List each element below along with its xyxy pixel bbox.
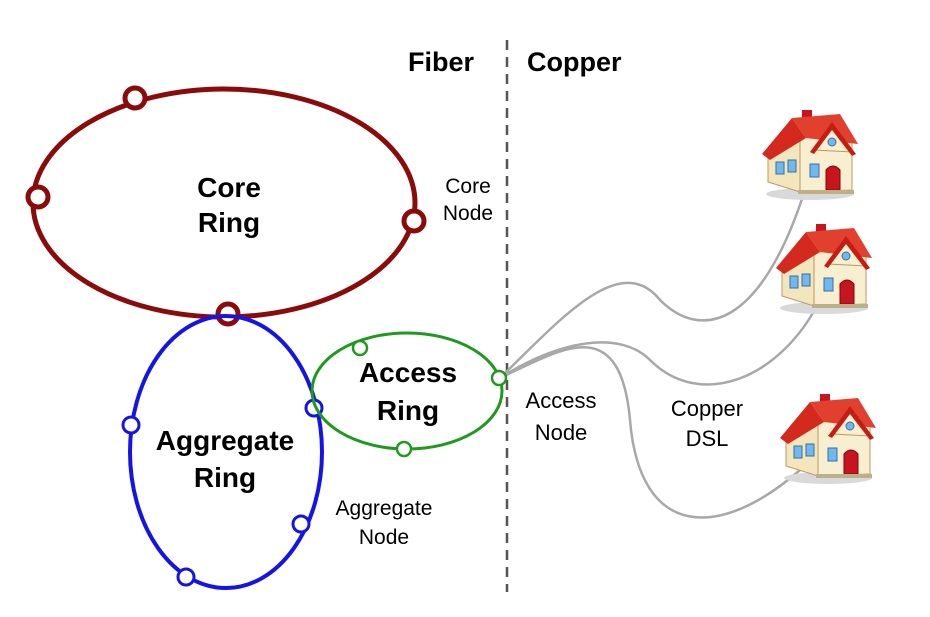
access-node-bottom [395,440,413,458]
access-ring [310,331,504,451]
aggregate-node-bottom [176,567,196,587]
access-node-top [351,339,369,357]
core-node-label-line1: Core [445,175,491,198]
access-node-label-line2: Node [535,420,588,445]
access-ring-label-line1: Access [359,357,457,388]
house-icon [775,223,873,315]
house-icon [779,393,877,485]
aggregate-node-label-line2: Node [359,526,409,549]
copper-line-house-1 [499,189,807,379]
aggregate-ring-label-line1: Aggregate [156,425,294,456]
aggregate-ring-nodes [121,398,324,587]
access-ring-nodes [351,339,508,458]
access-ring-label-line2: Ring [377,395,439,426]
core-ring-label-line1: Core [197,172,261,203]
copper-header: Copper [527,47,622,77]
copper-dsl-label-line1: Copper [671,396,743,421]
aggregate-ring-label-line2: Ring [194,462,256,493]
aggregate-node-right-lower [291,514,311,534]
house-icon [761,109,859,201]
core-node-label-line2: Node [443,202,493,225]
copper-line-house-2 [499,299,822,386]
core-ring [30,86,418,320]
aggregate-node-left [121,415,141,435]
core-ring-nodes [25,85,427,327]
access-node-label-line1: Access [526,388,597,413]
copper-line-house-3 [499,346,801,519]
access-node-right [490,369,508,387]
core-node-top [122,85,148,111]
core-ring-label-line2: Ring [198,207,260,238]
core-node-left [25,184,51,210]
core-node-bottom [215,301,241,327]
copper-dsl-label-line2: DSL [686,426,729,451]
aggregate-ring [128,314,324,590]
core-node-right [401,208,427,234]
fiber-header: Fiber [408,47,475,77]
aggregate-node-label-line1: Aggregate [336,497,433,520]
copper-lines [499,189,822,519]
